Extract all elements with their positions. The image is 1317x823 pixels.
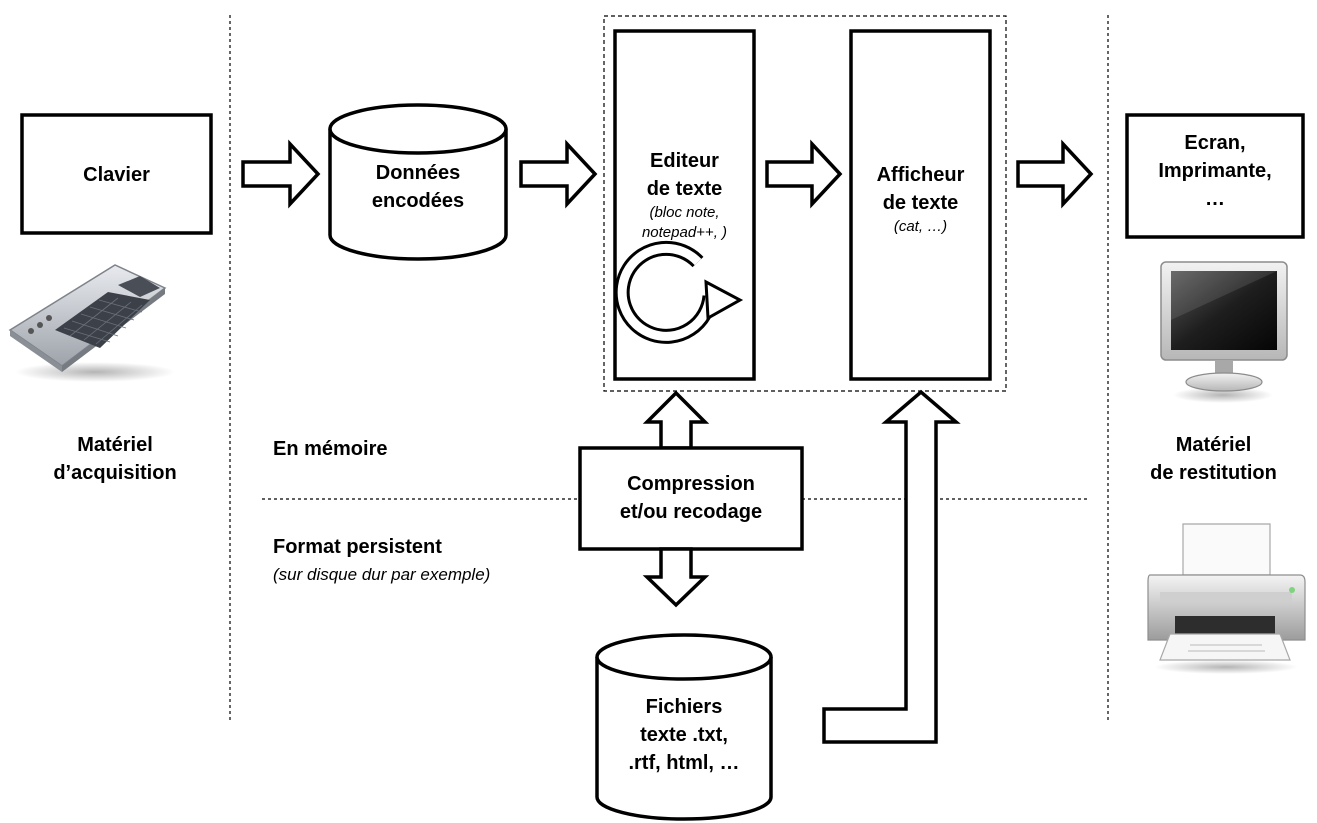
keyboard-label-text: Clavier — [83, 164, 150, 186]
editor-label: Editeur de texte (bloc note, notepad++, … — [615, 147, 754, 243]
restitution-label: Matériel de restitution — [1110, 431, 1317, 487]
acquisition-label-line1: Matériel — [77, 434, 153, 456]
output-devices-line2: Imprimante, — [1158, 160, 1272, 182]
arrow-data-to-editor — [519, 139, 598, 209]
compression-label-line1: Compression — [627, 473, 755, 495]
persistent-label: Format persistent (sur disque dur par ex… — [273, 533, 583, 589]
encoded-data-label-line2: encodées — [371, 190, 465, 212]
restitution-label-line2: de restitution — [1150, 462, 1277, 484]
files-label: Fichiers texte .txt, .rtf, html, … — [597, 693, 771, 777]
editor-label-line2: de texte — [646, 178, 723, 200]
monitor-icon — [1160, 261, 1288, 403]
encoded-data-cylinder — [328, 103, 508, 261]
arrow-keyboard-to-data — [241, 139, 321, 209]
files-label-line2: texte .txt, — [640, 724, 728, 746]
arrow-files-to-viewer — [822, 389, 961, 744]
printer-icon — [1147, 523, 1306, 674]
files-cylinder — [595, 633, 773, 821]
viewer-label: Afficheur de texte (cat, …) — [851, 161, 990, 237]
output-devices-label: Ecran, Imprimante, … — [1127, 129, 1303, 213]
viewer-label-line2: de texte — [882, 192, 959, 214]
arrow-editor-to-viewer — [765, 139, 843, 209]
editor-examples-line2: notepad++, ) — [641, 224, 728, 241]
files-label-line1: Fichiers — [645, 696, 723, 718]
encoded-data-label: Données encodées — [330, 159, 506, 215]
compression-label: Compression et/ou recodage — [580, 470, 802, 526]
compression-label-line2: et/ou recodage — [619, 501, 763, 523]
output-devices-box — [1125, 113, 1305, 239]
editor-box — [613, 29, 756, 381]
arrow-viewer-to-output — [1016, 139, 1094, 209]
viewer-box — [849, 29, 992, 381]
arrow-up-to-editor — [642, 390, 710, 450]
files-label-line3: .rtf, html, … — [628, 752, 740, 774]
keyboard-label: Clavier — [22, 161, 211, 189]
restitution-label-line1: Matériel — [1175, 434, 1252, 456]
editor-examples-line1: (bloc note, — [649, 204, 720, 221]
output-devices-line3: … — [1205, 188, 1225, 210]
encoded-data-label-line1: Données — [375, 162, 461, 184]
persistent-label-text: Format persistent — [273, 536, 442, 558]
arrow-down-to-files — [642, 547, 710, 608]
memory-label: En mémoire — [273, 435, 493, 463]
viewer-examples: (cat, …) — [893, 218, 948, 235]
acquisition-label: Matériel d’acquisition — [0, 431, 230, 487]
acquisition-label-line2: d’acquisition — [53, 462, 177, 484]
keyboard-icon — [8, 264, 175, 382]
refresh-icon — [614, 240, 744, 344]
memory-group-frame — [603, 15, 1007, 392]
persistent-note: (sur disque dur par exemple) — [273, 565, 491, 584]
editor-label-line1: Editeur — [650, 150, 719, 172]
keyboard-box — [20, 113, 213, 235]
memory-label-text: En mémoire — [273, 438, 388, 460]
output-devices-line1: Ecran, — [1184, 132, 1246, 154]
viewer-label-line1: Afficheur — [876, 164, 965, 186]
